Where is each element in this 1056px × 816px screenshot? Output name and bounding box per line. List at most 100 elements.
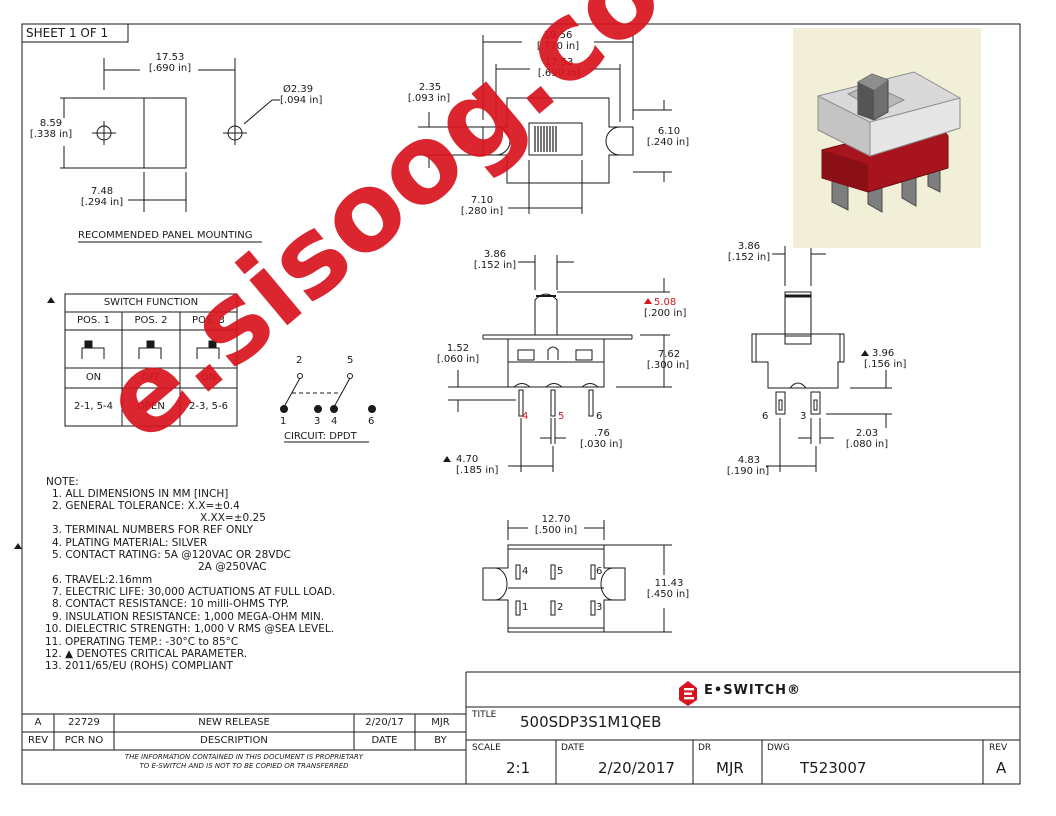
critical-triangle-icon (861, 350, 869, 356)
dim-pin-pitch-in: [.185 in] (456, 465, 499, 476)
top-view (418, 35, 672, 214)
note-line: X.XX=±0.25 (200, 512, 266, 524)
circuit-label-1: 1 (280, 416, 287, 427)
dim-slot-mm: 2.35 (418, 82, 442, 93)
bottom-pin-5: 5 (557, 566, 564, 577)
bottom-pin-3: 3 (596, 602, 603, 613)
dim-bottom-pitch-mm: 12.70 (541, 514, 571, 525)
dim-panel-height-in: [.338 in] (29, 129, 73, 140)
end-view (751, 246, 892, 472)
note-line: 2. GENERAL TOLERANCE: X.X=±0.4 (52, 500, 240, 512)
part-number: 500SDP3S1M1QEB (520, 713, 662, 731)
drawing-label: DWG (767, 743, 790, 753)
dim-panel-offset-in: [.294 in] (80, 197, 124, 208)
note-line: 11. OPERATING TEMP.: -30°C to 85°C (45, 636, 239, 648)
bottom-view (482, 520, 672, 633)
pos-state-2: OFF (141, 372, 161, 383)
rev-label: REV (989, 743, 1008, 753)
dim-slot-in: [.093 in] (407, 93, 451, 104)
dim-panel-width-in: [.690 in] (148, 63, 192, 74)
note-line: 7. ELECTRIC LIFE: 30,000 ACTUATIONS AT F… (52, 586, 336, 598)
dim-panel-height-mm: 8.59 (39, 118, 63, 129)
dim-pin-pitch-mm: 4.70 (456, 454, 479, 465)
drawn-by-label: DR (698, 743, 712, 753)
dim-body-mm: 7.62 (657, 349, 681, 360)
end-pin-label-3: 3 (800, 411, 807, 422)
pin-label-6: 6 (596, 411, 603, 422)
dim-pin-length-mm: 3.96 (872, 348, 895, 359)
note-line: 4. PLATING MATERIAL: SILVER (52, 537, 208, 549)
dim-panel-offset-mm: 7.48 (90, 186, 114, 197)
circuit-label-2: 2 (296, 355, 303, 366)
description-value: NEW RELEASE (198, 717, 270, 728)
dim-flange-mm: 1.52 (446, 343, 470, 354)
bottom-pin-4: 4 (522, 566, 529, 577)
pos-state-1: ON (85, 372, 102, 383)
pin-label-4: 4 (522, 411, 529, 422)
circuit-label-4: 4 (331, 416, 338, 427)
critical-triangle-icon (14, 543, 22, 549)
dim-end-handle-in: [.152 in] (727, 252, 771, 263)
note-line: 1. ALL DIMENSIONS IN MM [INCH] (52, 488, 229, 500)
circuit-caption: CIRCUIT: DPDT (284, 431, 357, 442)
note-line: 13. 2011/65/EU (ROHS) COMPLIANT (45, 660, 233, 672)
drawing-number: T523007 (800, 759, 867, 777)
bottom-pin-6: 6 (596, 566, 603, 577)
pcr-value: 22729 (68, 717, 100, 728)
dim-body-height-in: [.240 in] (646, 137, 690, 148)
dim-mount-pitch-in: [.690 in] (537, 68, 581, 79)
dim-handle-width-mm: 3.86 (483, 249, 507, 260)
title-label: TITLE (472, 710, 497, 720)
bottom-pin-1: 1 (522, 602, 529, 613)
drawn-by-value: MJR (716, 759, 744, 777)
pos-header-1: POS. 1 (77, 315, 110, 326)
note-line: 8. CONTACT RESISTANCE: 10 milli-OHMS TYP… (52, 598, 290, 610)
dim-actuator-mm: 7.10 (470, 195, 494, 206)
dim-bottom-pitch-in: [.500 in] (534, 525, 578, 536)
circuit-label-6: 6 (368, 416, 375, 427)
note-line: 10. DIELECTRIC STRENGTH: 1,000 V RMS @SE… (45, 623, 335, 635)
note-line: 9. INSULATION RESISTANCE: 1,000 MEGA-OHM… (52, 611, 325, 623)
dim-overall-length-mm: 19.56 (543, 30, 573, 41)
dim-flange-in: [.060 in] (436, 354, 480, 365)
e-switch-logo-icon (679, 681, 697, 706)
date-label: DATE (561, 743, 585, 753)
dim-panel-width-mm: 17.53 (155, 52, 185, 63)
dim-bottom-height-mm: 11.43 (654, 578, 684, 589)
dim-actuator-in: [.280 in] (460, 206, 504, 217)
notes-header: NOTE: (46, 476, 79, 488)
dpdt-circuit (280, 373, 376, 443)
circuit-label-5: 5 (347, 355, 354, 366)
rev-value: A (34, 717, 42, 728)
sheet-label: SHEET 1 OF 1 (26, 26, 109, 40)
sheet-label-box (22, 24, 129, 43)
by-header: BY (434, 735, 447, 746)
note-line: 3. TERMINAL NUMBERS FOR REF ONLY (52, 524, 254, 536)
rev-field: A (996, 759, 1007, 777)
dim-mount-pitch-mm: 17.53 (544, 57, 574, 68)
brand-name: E•SWITCH® (704, 683, 802, 698)
pcr-header: PCR NO (64, 735, 104, 746)
panel-mounting-view (60, 58, 280, 212)
pin-label-5: 5 (558, 411, 565, 422)
note-line: 12. ▲ DENOTES CRITICAL PARAMETER. (45, 648, 248, 660)
dim-row-spacing-in: [.080 in] (845, 439, 889, 450)
dim-end-width-mm: 4.83 (737, 455, 761, 466)
scale-value: 2:1 (506, 759, 531, 777)
dim-pin-width-mm: .76 (594, 428, 610, 439)
end-pin-label-6: 6 (762, 411, 769, 422)
title-block-grid (466, 671, 1020, 784)
scale-label: SCALE (472, 743, 501, 753)
critical-triangle-icon (644, 298, 652, 304)
date-field: 2/20/2017 (598, 759, 675, 777)
side-view (448, 255, 672, 472)
sheet-border (21, 23, 1021, 785)
date-header: DATE (371, 735, 398, 746)
pos-connection-1: 2-1, 5-4 (73, 401, 114, 412)
dim-hole-mm: Ø2.39 (283, 84, 314, 95)
disclaimer-line-2: TO E-SWITCH AND IS NOT TO BE COPIED OR T… (139, 762, 349, 770)
dim-hole-in: [.094 in] (280, 95, 323, 106)
dim-end-width-in: [.190 in] (726, 466, 770, 477)
dim-handle-height-in: [.200 in] (644, 308, 687, 319)
